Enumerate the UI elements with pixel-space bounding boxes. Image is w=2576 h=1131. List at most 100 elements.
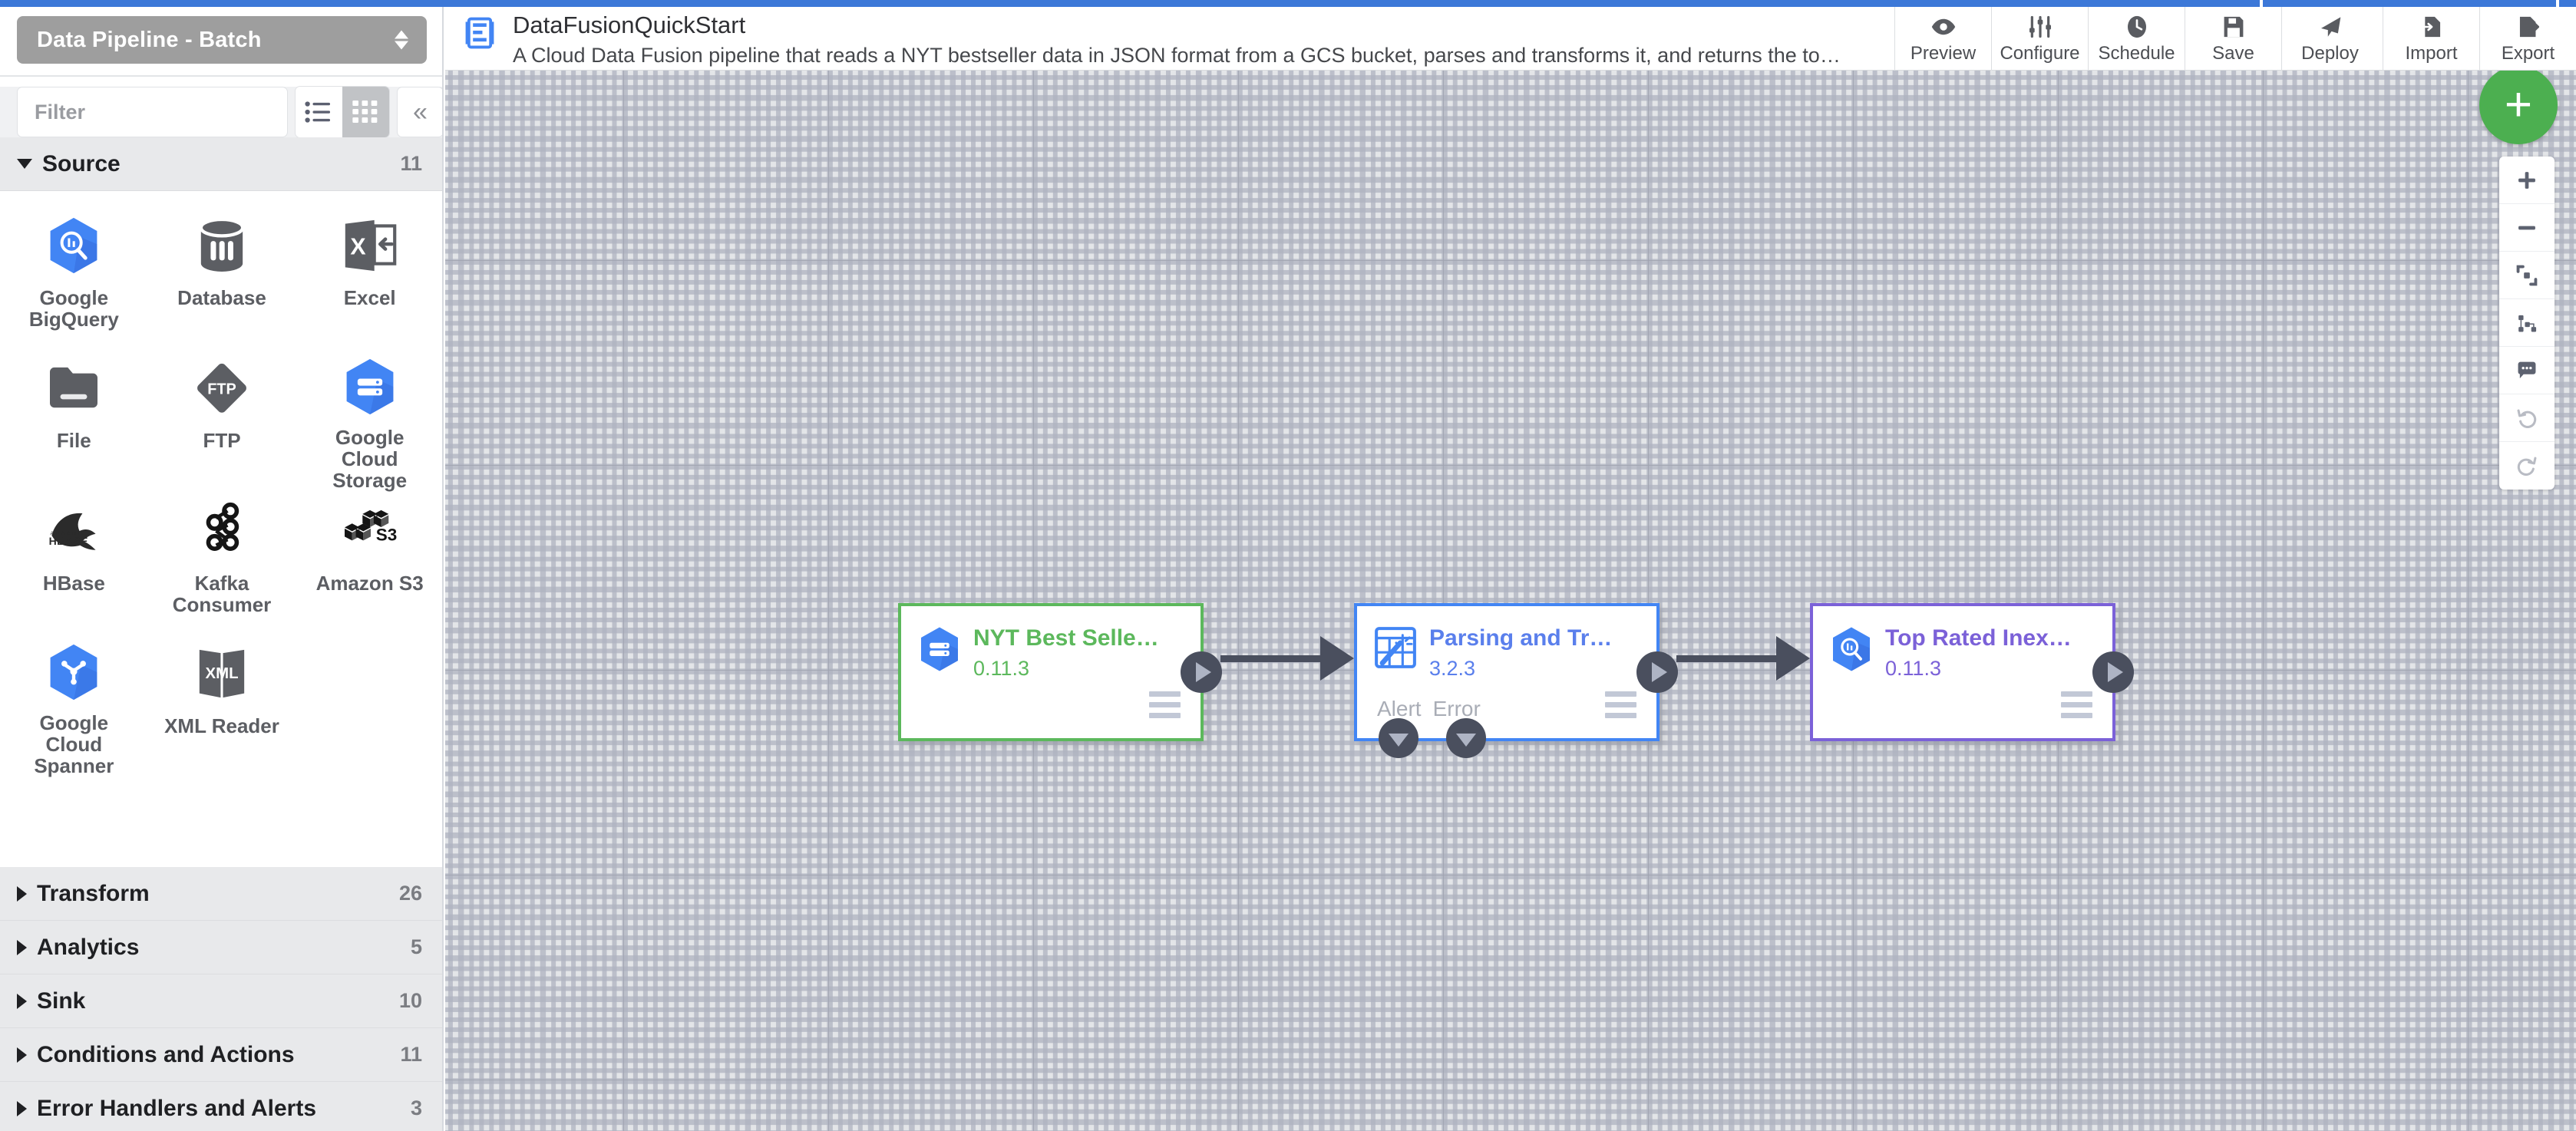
- schedule-button[interactable]: Schedule: [2088, 6, 2185, 71]
- plugin-label: Google BigQuery: [28, 286, 119, 331]
- pipeline-studio: DataFusionQuickStart A Cloud Data Fusion…: [445, 6, 2576, 1131]
- eye-icon: [1930, 13, 1957, 41]
- pipeline-node-parsing-and-transform[interactable]: Parsing and Tr… 3.2.3 Alert Error: [1354, 603, 1678, 758]
- plugin-item-amazon-s3[interactable]: S3 Amazon S3: [296, 491, 442, 634]
- sidebar-section-transform[interactable]: Transform 26: [0, 867, 442, 921]
- svg-text:APACHE: APACHE: [51, 531, 84, 536]
- section-count: 11: [400, 1043, 422, 1066]
- zoom-out-button[interactable]: [2499, 204, 2555, 252]
- chevron-down-icon: [17, 159, 32, 169]
- clock-icon: [2125, 13, 2148, 41]
- add-plugin-fab[interactable]: +: [2479, 71, 2558, 144]
- connection-source-to-transform: [1220, 655, 1326, 662]
- save-button[interactable]: Save: [2185, 6, 2281, 71]
- action-label: Schedule: [2098, 42, 2175, 64]
- database-cylinder-icon: [191, 215, 253, 276]
- alert-endpoint-port[interactable]: [1379, 718, 1418, 758]
- plugin-item-xml-reader[interactable]: XML XML Reader: [148, 634, 296, 777]
- redo-button[interactable]: [2499, 442, 2555, 490]
- undo-button[interactable]: [2499, 394, 2555, 442]
- plugin-item-file[interactable]: File: [0, 348, 148, 491]
- node-menu-icon[interactable]: [1149, 691, 1181, 718]
- action-label: Deploy: [2301, 42, 2359, 64]
- gcs-hexagon-icon: [339, 358, 401, 416]
- zoom-in-button[interactable]: [2499, 157, 2555, 204]
- plugin-item-google-cloud-spanner[interactable]: Google Cloud Spanner: [0, 634, 148, 777]
- plugin-item-google-bigquery[interactable]: Google BigQuery: [0, 206, 148, 348]
- plugin-label: Kafka Consumer: [172, 572, 272, 617]
- grid-view-button[interactable]: [342, 87, 389, 137]
- amazon-s3-icon: S3: [339, 500, 401, 562]
- pipeline-node-nyt-best-sellers[interactable]: NYT Best Selle… 0.11.3: [898, 603, 1222, 741]
- section-label: Sink: [37, 988, 86, 1014]
- connection-arrowhead: [1320, 636, 1354, 681]
- action-label: Import: [2405, 42, 2458, 64]
- plugin-label: Amazon S3: [315, 572, 424, 595]
- preview-button[interactable]: Preview: [1894, 6, 1991, 71]
- export-button[interactable]: Export: [2479, 6, 2576, 71]
- node-output-port[interactable]: [2092, 651, 2134, 693]
- list-view-icon: [305, 101, 331, 123]
- pipeline-node-top-rated-inexpensive[interactable]: Top Rated Inex… 0.11.3: [1810, 603, 2134, 741]
- connection-arrowhead: [1776, 636, 1810, 681]
- search-input[interactable]: [17, 87, 288, 137]
- endpoint-label-alert: Alert: [1377, 697, 1422, 720]
- sidebar-section-conditions-and-actions[interactable]: Conditions and Actions 11: [0, 1028, 442, 1082]
- section-count: 26: [398, 882, 422, 905]
- node-menu-icon[interactable]: [2061, 691, 2092, 718]
- artifact-type-select[interactable]: Data Pipeline - Batch: [17, 16, 427, 64]
- collapse-sidebar-button[interactable]: «: [396, 87, 442, 137]
- floppy-disk-icon: [2223, 13, 2244, 41]
- import-button[interactable]: Import: [2383, 6, 2479, 71]
- node-title: Top Rated Inex…: [1885, 625, 2072, 651]
- grid-view-icon: [352, 101, 378, 123]
- plugin-grid: Google BigQuery Database: [0, 192, 442, 867]
- node-menu-icon[interactable]: [1605, 691, 1636, 718]
- folder-icon: [43, 358, 104, 419]
- plugin-label: Google Cloud Storage: [332, 426, 408, 493]
- wrangler-icon: [1374, 626, 1417, 669]
- node-output-port[interactable]: [1636, 651, 1678, 693]
- node-version: 0.11.3: [1885, 656, 1942, 680]
- sidebar-section-source[interactable]: Source 11: [0, 137, 442, 191]
- bigquery-hexagon-icon: [1830, 626, 1873, 671]
- plugin-item-ftp[interactable]: FTP FTP: [148, 348, 296, 491]
- plugin-item-hbase[interactable]: HBASE APACHE HBase: [0, 491, 148, 634]
- connection-transform-to-sink: [1676, 655, 1782, 662]
- fit-to-screen-icon: [2516, 265, 2538, 285]
- sidebar-section-error-handlers-and-alerts[interactable]: Error Handlers and Alerts 3: [0, 1082, 442, 1131]
- pipeline-topbar: DataFusionQuickStart A Cloud Data Fusion…: [445, 6, 2576, 71]
- fit-to-screen-button[interactable]: [2499, 252, 2555, 299]
- artifact-type-select-wrapper: Data Pipeline - Batch: [17, 16, 427, 64]
- artifact-type-value: Data Pipeline - Batch: [37, 27, 262, 52]
- align-nodes-button[interactable]: [2499, 299, 2555, 347]
- node-title: Parsing and Tr…: [1429, 625, 1613, 651]
- bigquery-hexagon-icon: [43, 215, 104, 276]
- sidebar-divider: [0, 75, 442, 77]
- sidebar-section-sink[interactable]: Sink 10: [0, 974, 442, 1028]
- error-endpoint-port[interactable]: [1446, 718, 1486, 758]
- plugin-label: FTP: [203, 429, 241, 452]
- kafka-icon: [191, 500, 253, 562]
- excel-icon: X: [339, 215, 401, 276]
- pipeline-canvas[interactable]: NYT Best Selle… 0.11.3: [445, 71, 2576, 1131]
- plugin-sidebar: Data Pipeline - Batch: [0, 7, 444, 1131]
- svg-text:XML: XML: [205, 665, 238, 682]
- deploy-button[interactable]: Deploy: [2281, 6, 2378, 71]
- list-view-button[interactable]: [296, 87, 342, 137]
- configure-button[interactable]: Configure: [1991, 6, 2088, 71]
- svg-text:S3: S3: [375, 526, 397, 545]
- plugin-item-kafka-consumer[interactable]: Kafka Consumer: [148, 491, 296, 634]
- comments-button[interactable]: [2499, 347, 2555, 394]
- node-output-port[interactable]: [1181, 651, 1222, 693]
- plugin-item-database[interactable]: Database: [148, 206, 296, 348]
- plugin-item-excel[interactable]: X Excel: [296, 206, 442, 348]
- pipeline-metadata: DataFusionQuickStart A Cloud Data Fusion…: [445, 9, 1894, 68]
- chevron-right-icon: [17, 939, 27, 955]
- chevron-right-icon: [17, 885, 27, 902]
- plugin-item-google-cloud-storage[interactable]: Google Cloud Storage: [296, 348, 442, 493]
- spinner-arrows-icon: [395, 30, 408, 50]
- sidebar-section-analytics[interactable]: Analytics 5: [0, 921, 442, 974]
- svg-text:HBASE: HBASE: [49, 535, 88, 547]
- endpoint-label-error: Error: [1432, 697, 1481, 720]
